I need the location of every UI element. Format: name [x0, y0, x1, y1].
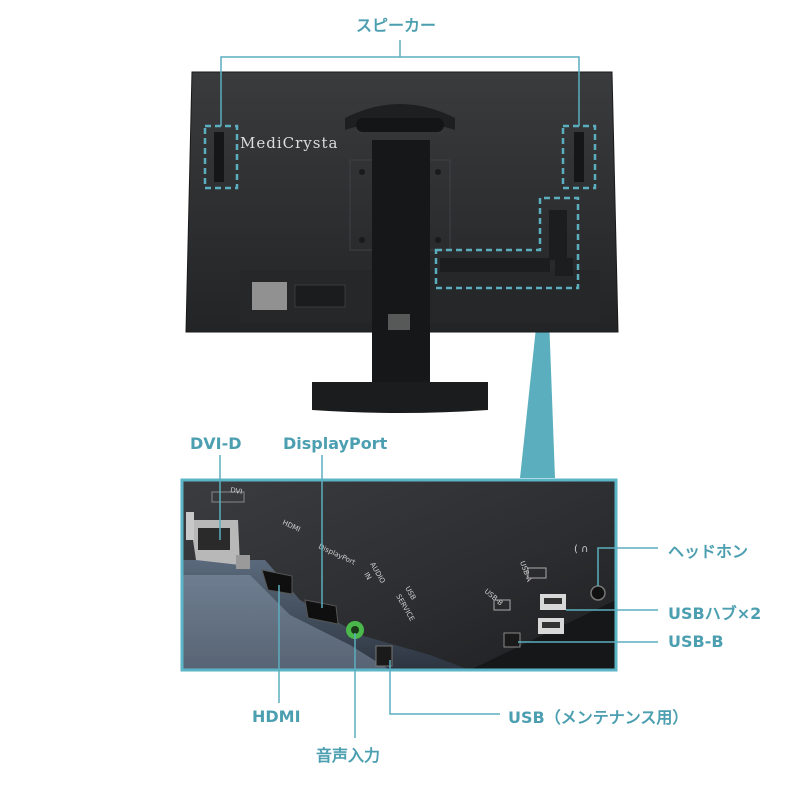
label-usb-maintenance: USB（メンテナンス用）	[508, 708, 689, 727]
label-dvi-d: DVI-D	[190, 434, 242, 453]
label-hdmi: HDMI	[252, 707, 301, 726]
monitor-stand	[312, 140, 488, 413]
speaker-bracket	[220, 40, 580, 126]
label-usb-hub: USBハブ×2	[668, 604, 762, 623]
svg-text:( ∩: ( ∩	[574, 544, 588, 555]
zoom-funnel	[520, 290, 555, 478]
label-usb-b: USB-B	[668, 632, 724, 651]
port-area-highlight	[434, 196, 580, 290]
label-headphone: ヘッドホン	[668, 542, 749, 561]
mark-audio-2: IN	[362, 571, 373, 581]
label-speaker: スピーカー	[356, 16, 437, 35]
port-closeup: DVI HDMI DisplayPort AUDIO IN USB SERVIC…	[182, 480, 616, 670]
brand-logo: MediCrysta	[240, 134, 339, 152]
leader-lines	[219, 455, 658, 738]
closeup-frame	[180, 478, 618, 672]
label-displayport: DisplayPort	[283, 434, 388, 453]
mark-dvi: DVI	[230, 486, 243, 496]
label-audio-in: 音声入力	[316, 746, 381, 765]
